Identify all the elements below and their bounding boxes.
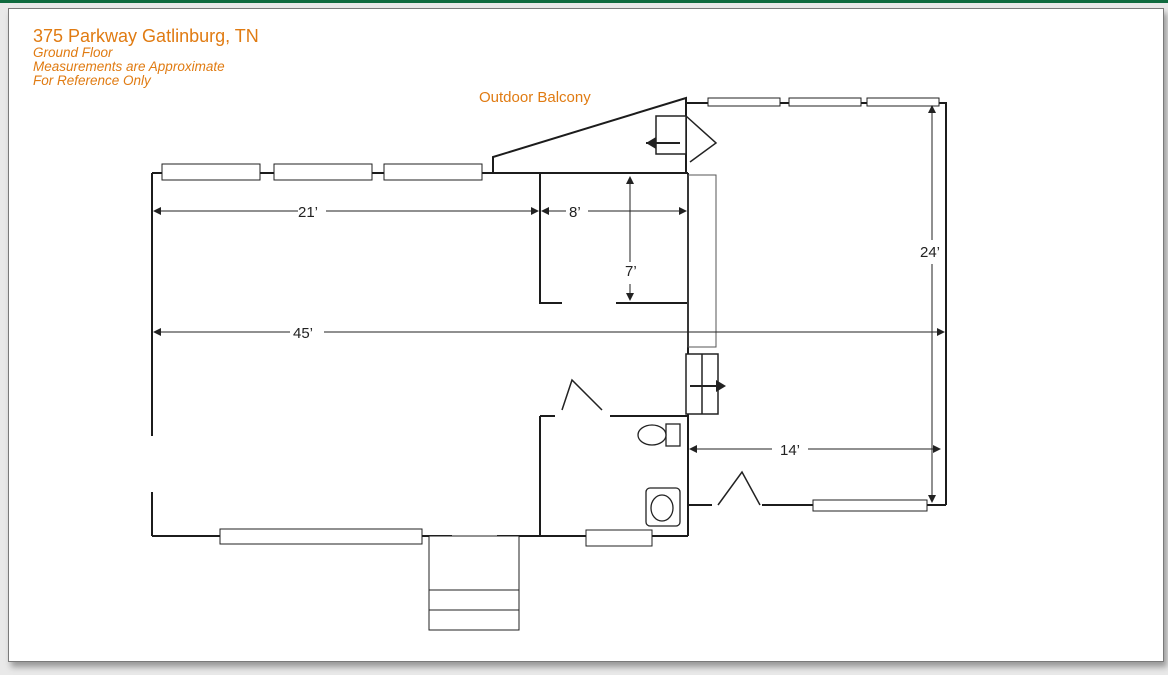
window-north-1	[161, 163, 261, 181]
east-entry-arrow	[716, 380, 726, 392]
office-west-wall	[539, 173, 562, 304]
toilet-bowl	[637, 424, 667, 446]
entry-steps	[428, 535, 520, 631]
window-north-3	[383, 163, 483, 181]
property-address: 375 Parkway Gatlinburg, TN	[33, 26, 259, 46]
window-south-2	[585, 529, 653, 547]
dimension-14-ft: 14’	[780, 442, 800, 459]
closet-outline	[687, 174, 717, 348]
dimension-24-ft: 24’	[920, 244, 940, 261]
balcony-door-frame	[655, 115, 687, 155]
window-east-3	[866, 97, 940, 107]
floor-plan-sheet	[8, 8, 1164, 662]
balcony-entry-arrow	[646, 137, 656, 149]
balcony-door-swing	[685, 115, 718, 163]
east-door-swing	[717, 470, 761, 506]
approximate-note: Measurements are Approximate	[33, 59, 225, 74]
toilet-tank	[665, 423, 681, 447]
floor-label: Ground Floor	[33, 45, 113, 60]
window-east-2	[788, 97, 862, 107]
restroom-door-swing	[561, 378, 603, 411]
window-north-2	[273, 163, 373, 181]
dimension-21-ft: 21’	[298, 204, 318, 221]
window-south-1	[219, 528, 423, 545]
dimension-7-ft: 7’	[625, 263, 637, 280]
window-south-3	[812, 499, 928, 512]
balcony-label: Outdoor Balcony	[479, 89, 591, 106]
dimension-8-ft: 8’	[569, 204, 581, 221]
window-east-1	[707, 97, 781, 107]
dimension-45-ft: 45’	[293, 325, 313, 342]
top-accent-rule	[0, 0, 1168, 3]
east-wing-north-wall	[686, 102, 947, 505]
reference-note: For Reference Only	[33, 73, 151, 88]
